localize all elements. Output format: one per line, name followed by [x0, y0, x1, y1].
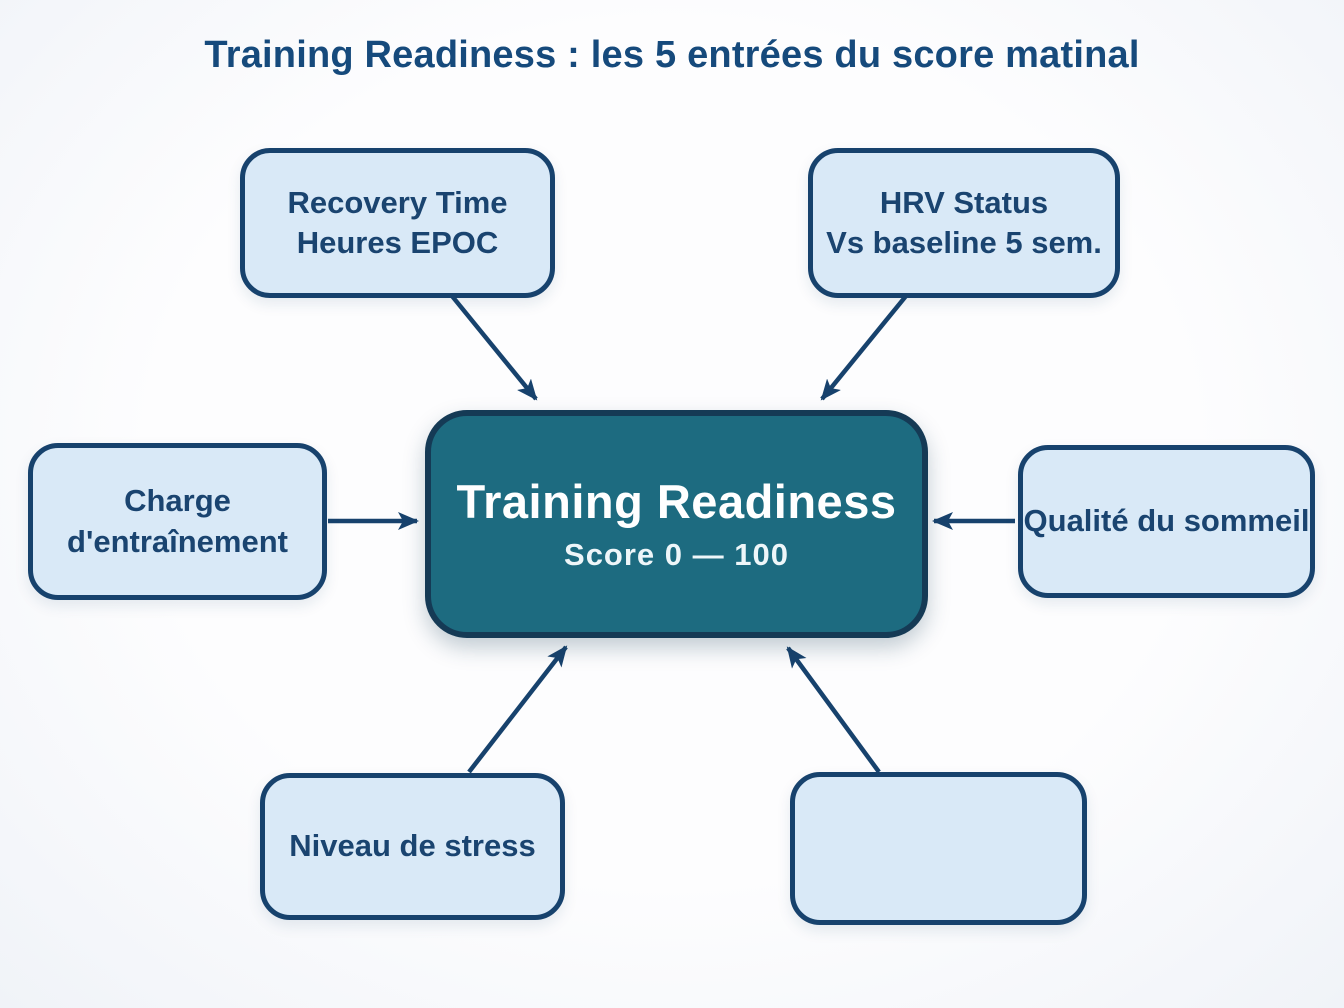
node-hrv-status: HRV Status Vs baseline 5 sem.: [808, 148, 1120, 298]
arrow-stress-to-center: [467, 645, 568, 774]
arrow-empty-to-center: [786, 646, 881, 774]
node-training-readiness: Training Readiness Score 0 — 100: [425, 410, 928, 638]
node-recovery-time: Recovery Time Heures EPOC: [240, 148, 555, 298]
arrow-hrv-to-center: [820, 294, 908, 401]
diagram-title: Training Readiness : les 5 entrées du sc…: [204, 34, 1140, 76]
center-node-subtitle: Score 0 — 100: [564, 537, 789, 572]
node-training-load: Charge d'entraînement: [28, 443, 327, 600]
node-sleep-quality: Qualité du sommeil: [1018, 445, 1315, 598]
node-stress-level: Niveau de stress: [260, 773, 565, 920]
arrow-recovery-to-center: [450, 294, 538, 401]
node-empty-input: [790, 772, 1087, 925]
center-node-title: Training Readiness: [456, 475, 897, 528]
